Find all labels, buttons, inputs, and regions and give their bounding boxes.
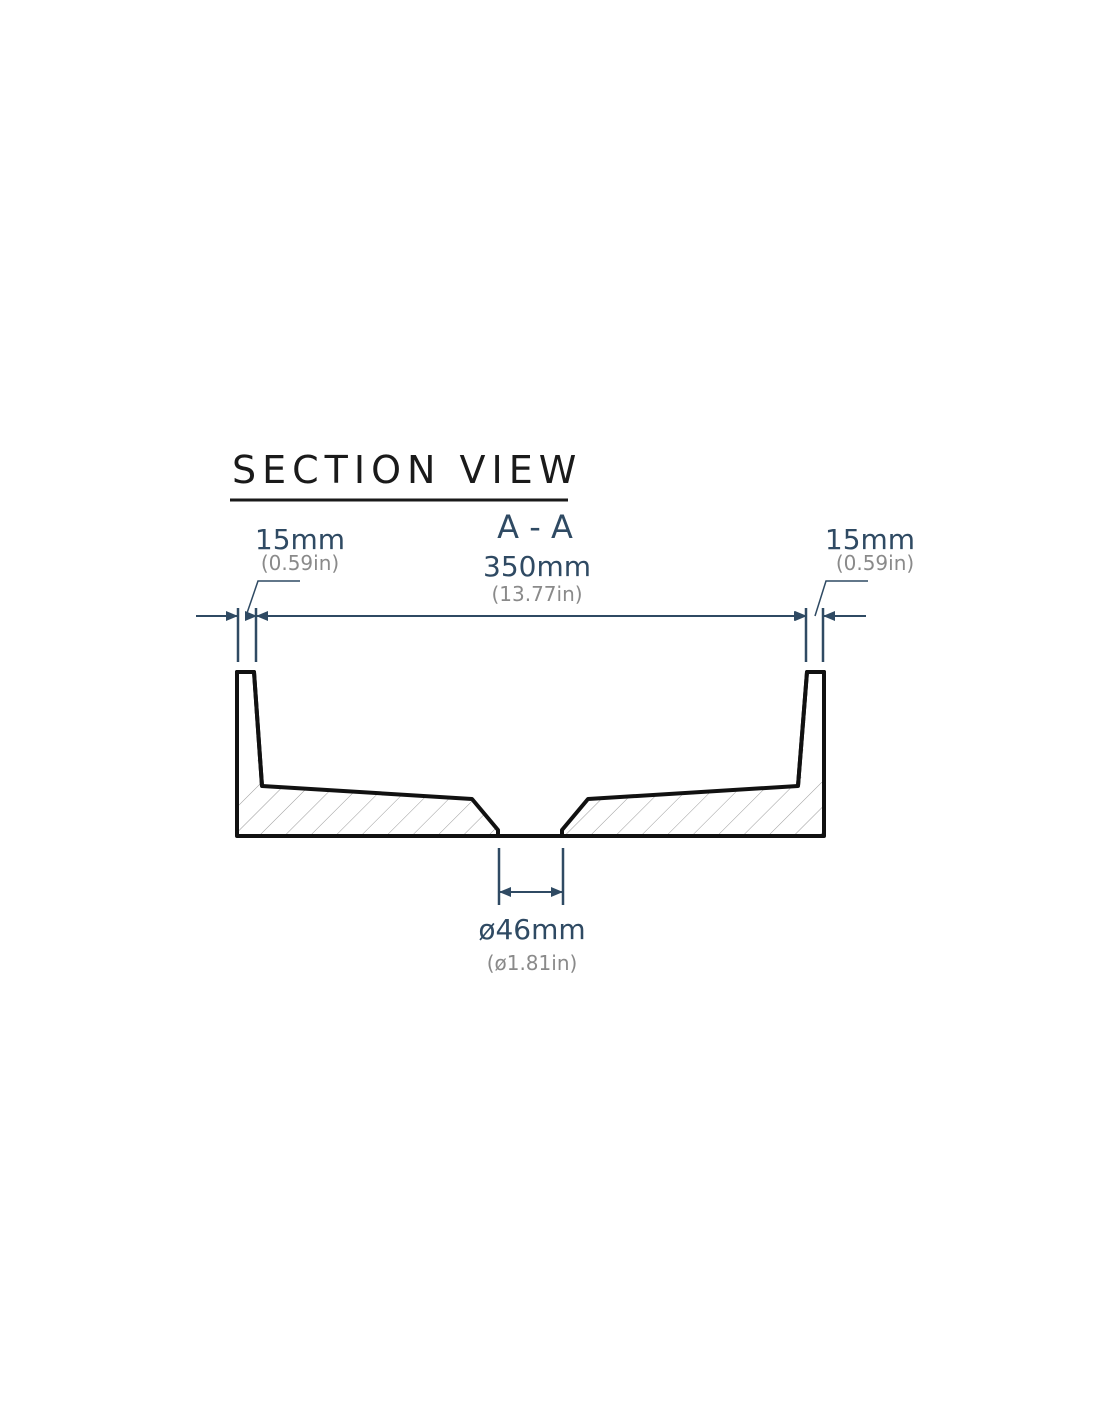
wall-left-imperial: (0.59in) <box>261 551 339 575</box>
wall-left-arrows <box>196 611 238 621</box>
section-label: A - A <box>497 508 573 546</box>
basin-wall-left-outline <box>235 670 264 836</box>
wall-left-metric: 15mm <box>255 523 345 556</box>
basin-wall-left <box>239 674 259 782</box>
basin-wall-right-outline <box>796 670 826 836</box>
overall-width-metric: 350mm <box>483 550 591 583</box>
overall-width-imperial: (13.77in) <box>491 582 582 606</box>
basin-section-left <box>235 670 500 838</box>
wall-right-imperial: (0.59in) <box>836 551 914 575</box>
drain-diameter-metric: ø46mm <box>478 913 585 946</box>
overall-dimension-arrows <box>256 611 806 621</box>
drain-dimension <box>497 848 565 905</box>
wall-right-arrows <box>823 611 866 621</box>
basin-section-right <box>560 670 826 838</box>
wall-right-metric: 15mm <box>825 523 915 556</box>
leader-lines <box>245 580 868 617</box>
basin-wall-right <box>801 674 822 782</box>
drain-diameter-imperial: (ø1.81in) <box>487 951 578 975</box>
drawing-title: SECTION VIEW <box>232 448 582 492</box>
